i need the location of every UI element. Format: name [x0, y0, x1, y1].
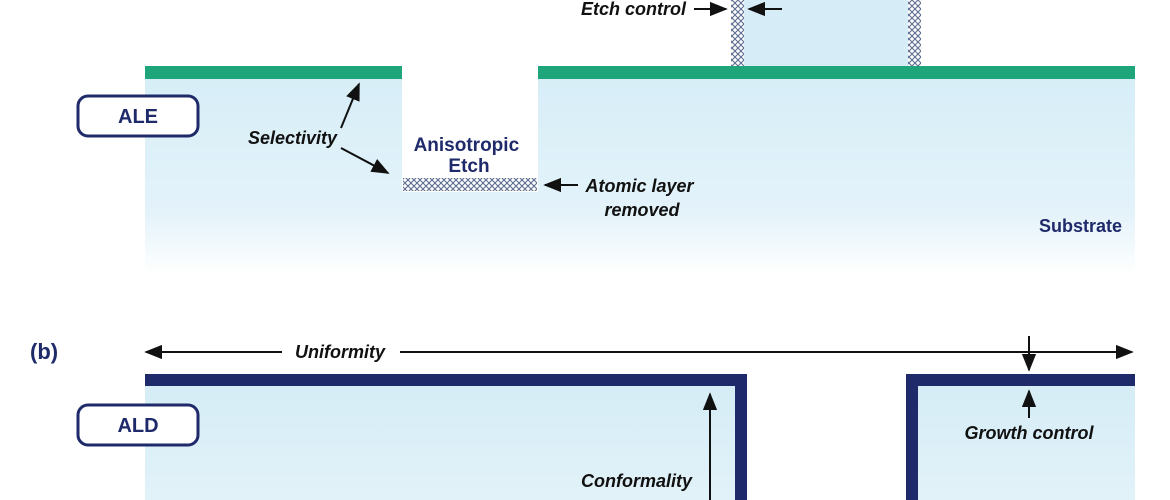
substrate-label: Substrate — [1039, 216, 1122, 236]
ale-etch-sidewall-left — [731, 0, 744, 68]
ale-panel: ALE Etch control Selectivity Anisotropic… — [76, 0, 1135, 275]
ald-badge-label: ALD — [117, 415, 158, 437]
ald-badge — [76, 403, 200, 447]
growth-control-label: Growth control — [965, 423, 1095, 443]
ald-panel: (b) Uniformity ALD Growth control Confor… — [30, 336, 1135, 500]
ald-substrate-right — [906, 374, 1135, 500]
ald-film-wall-right — [906, 374, 918, 500]
selectivity-arrow-up — [340, 82, 360, 129]
selectivity-arrow-down — [340, 147, 390, 174]
ale-mask-right — [538, 66, 1135, 79]
ald-film-top-right — [906, 374, 1135, 386]
ald-film-wall-left — [735, 374, 747, 500]
ale-mask-left — [145, 66, 402, 79]
atomic-line2: removed — [604, 200, 680, 220]
atomic-line1: Atomic layer — [584, 176, 694, 196]
ale-etch-sidewall-right — [908, 0, 921, 68]
anisotropic-line1: Anisotropic — [414, 135, 520, 156]
ale-badge — [76, 94, 200, 138]
ale-atomic-layer-strip — [403, 178, 537, 191]
panel-b-label: (b) — [30, 339, 58, 364]
anisotropic-etch-label: Anisotropic Etch — [414, 135, 525, 177]
conformality-label: Conformality — [581, 471, 693, 491]
selectivity-label: Selectivity — [248, 128, 338, 148]
ale-badge-label: ALE — [118, 106, 158, 128]
ald-substrate-left — [145, 374, 747, 500]
etch-control-label: Etch control — [581, 0, 687, 19]
ale-raised-feature — [738, 0, 914, 72]
ale-substrate — [145, 72, 1135, 275]
atomic-layer-label: Atomic layer removed — [584, 176, 698, 220]
anisotropic-line2: Etch — [448, 156, 489, 177]
ald-film-top-left — [145, 374, 747, 386]
uniformity-label: Uniformity — [295, 342, 386, 362]
